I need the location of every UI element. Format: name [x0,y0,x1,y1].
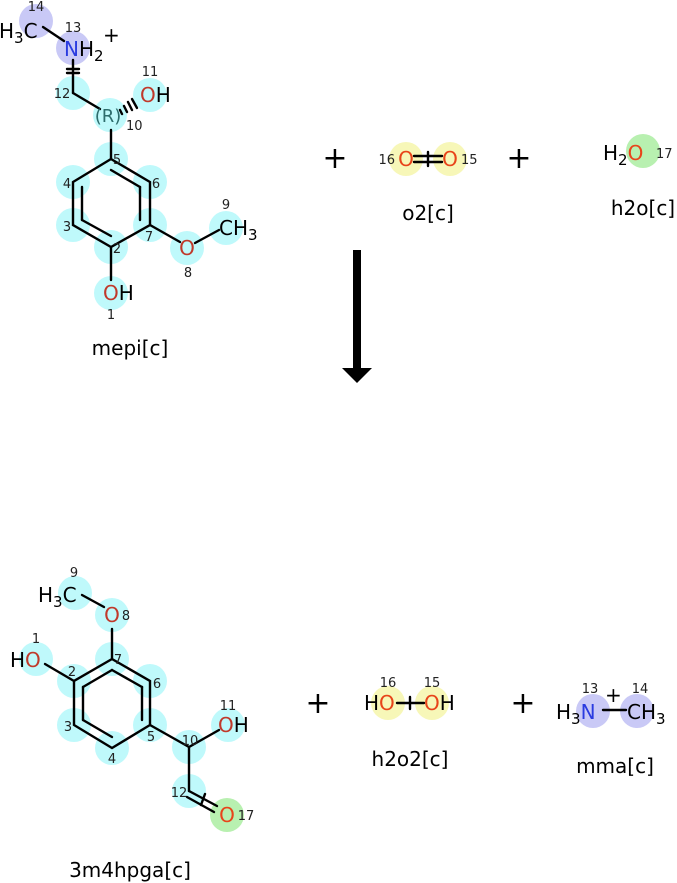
atom-label-11: OH [140,83,171,107]
atom-label-11: OH [218,713,249,737]
atom-label-17: H2O [603,141,643,169]
atom-number-2: 2 [113,242,121,257]
atom-number-4: 4 [63,177,71,192]
atom-highlight-17 [210,798,244,832]
atom-number-14: 14 [632,682,649,697]
atom-number-6: 6 [152,177,160,192]
molecule-h2o2: 16 HO 15 OH h2o2[c] [364,676,455,771]
atom-number-8: 8 [184,266,192,281]
atom-number-11: 11 [142,65,159,80]
hashed-wedge-bond [118,97,139,116]
molecule-name-mepi: mepi[c] [92,336,169,360]
atom-number-1: 1 [107,308,115,323]
atom-highlight-17 [626,134,660,168]
atom-label-13: H3N [556,700,596,728]
atom-highlight-14 [19,4,53,38]
atom-highlight-9 [58,576,92,610]
atom-number-3: 3 [63,220,71,235]
atom-highlight-13 [576,694,610,728]
atom-number-12: 12 [171,786,188,801]
atom-highlight-8 [170,231,204,265]
atom-label-15: O [442,147,458,171]
atom-label-1: OH [103,281,134,305]
atom-highlight-14 [620,694,654,728]
molecule-name-o2: o2[c] [402,201,454,225]
atom-number-8: 8 [122,609,130,624]
atom-highlight-15 [433,142,467,176]
atom-number-4: 4 [108,752,116,767]
atom-label-14: CH3 [627,700,666,728]
reaction-arrow [342,250,372,383]
atom-number-2: 2 [68,665,76,680]
atom-label-8: O [179,236,195,260]
atom-label-16: O [398,147,414,171]
atom-highlight-9 [209,211,243,245]
atom-number-17: 17 [238,809,255,824]
plus-sign: + [510,686,535,721]
atom-highlight-1 [94,276,128,310]
atom-highlight-13 [56,31,90,65]
atom-highlight-11 [133,78,167,112]
atom-number-13: 13 [65,21,82,36]
atom-number-15: 15 [424,676,441,691]
atom-highlight-16 [371,686,405,720]
atom-number-16: 16 [378,153,395,168]
atom-number-17: 17 [656,147,673,162]
atom-label-16: HO [364,691,395,715]
atom-highlight-16 [389,142,423,176]
atom-label-17: O [219,803,235,827]
molecule-h2o: H2O 17 h2o[c] [603,134,675,220]
atom-number-10: 10 [182,734,199,749]
bonds [41,25,221,282]
atom-number-6: 6 [153,677,161,692]
atom-number-7: 7 [114,653,122,668]
molecule-name-h2o2: h2o2[c] [372,747,449,771]
atom-number-15: 15 [461,153,478,168]
molecule-name-3m4hpga: 3m4hpga[c] [69,858,191,882]
molecule-3m4hpga: 9 H3C O 8 1 HO 7 2 6 3 5 4 10 11 OH 12 O… [10,566,254,882]
atom-number-10: 10 [126,119,143,134]
atom-number-13: 13 [582,682,599,697]
atom-label-15: OH [424,691,455,715]
atom-label-9: CH3 [219,216,258,244]
atom-highlight-10 [93,98,127,132]
atom-number-9: 9 [222,198,230,213]
atom-number-5: 5 [147,730,155,745]
bonds [43,593,221,814]
molecule-o2: 16 O O 15 o2[c] [378,142,478,225]
atom-number-14: 14 [28,0,45,15]
atom-label-9: H3C [38,583,77,611]
atom-number-5: 5 [113,153,121,168]
atom-label-8: O [104,603,120,627]
atom-number-16: 16 [380,676,397,691]
plus-sign: + [322,141,347,176]
stereo-label-10: (R) [95,106,122,127]
molecule-mepi: 14 H3C 13 NH2 + 12 (R) 10 11 OH 5 6 4 3 … [0,0,258,360]
atom-number-1: 1 [32,632,40,647]
molecule-name-h2o: h2o[c] [611,196,675,220]
plus-sign: + [506,141,531,176]
atom-highlight-11 [211,708,245,742]
molecule-mma: 13 H3N + 14 CH3 mma[c] [556,682,666,778]
molecule-name-mma: mma[c] [576,754,654,778]
atom-number-12: 12 [54,87,71,102]
plus-sign: + [305,686,330,721]
atom-number-11: 11 [220,699,237,714]
charge-13: + [605,683,622,707]
atom-highlight-1 [19,642,53,676]
atom-number-9: 9 [70,566,78,581]
atom-number-7: 7 [145,230,153,245]
atom-label-1: HO [10,648,41,672]
atom-label-14: H3C [0,19,38,47]
atom-label-13: NH2 [64,37,104,65]
atom-number-3: 3 [64,720,72,735]
charge-13: + [103,23,120,47]
atom-highlight-15 [415,686,449,720]
